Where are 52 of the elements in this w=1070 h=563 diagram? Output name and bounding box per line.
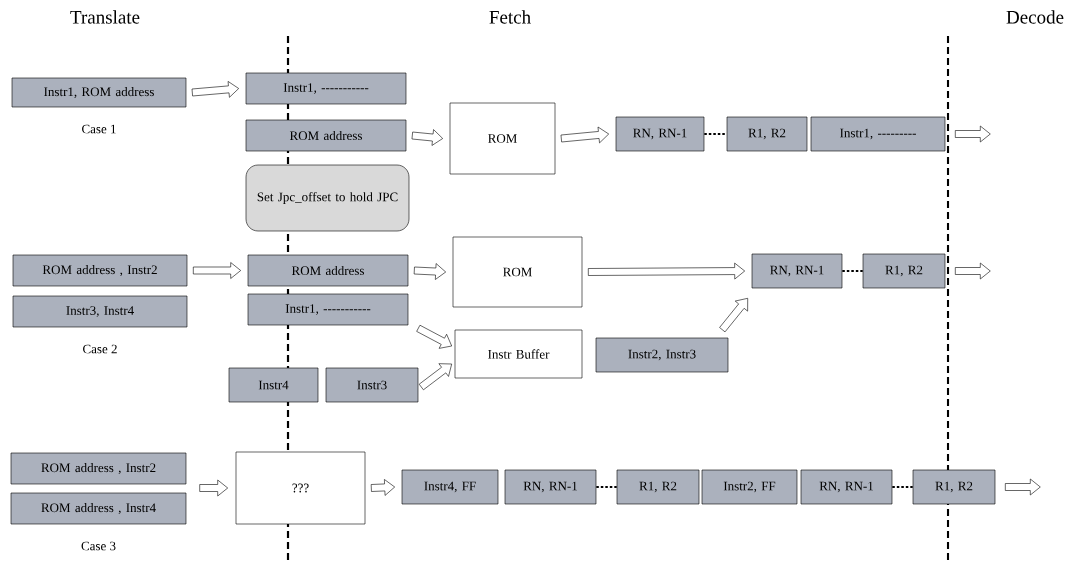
case-caption: Case 1: [82, 124, 116, 134]
block-arrow: [199, 479, 228, 497]
register-box: R1, R2: [912, 469, 996, 505]
register-box: Instr1, ROM address: [11, 77, 187, 108]
register-box: ROM address , Instr4: [10, 492, 187, 525]
block-arrow: [955, 262, 991, 280]
register-box: ROM address: [245, 119, 407, 152]
case-caption: Case 2: [83, 344, 117, 354]
register-box: RN, RN-1: [615, 116, 705, 152]
block-arrow: [560, 126, 609, 144]
block-arrow: [588, 262, 745, 280]
block-arrow: [193, 262, 241, 279]
register-box: R1, R2: [616, 469, 700, 505]
block-arrow: [418, 363, 452, 391]
block-arrow: [370, 479, 395, 496]
block-arrow: [1005, 478, 1041, 496]
block-arrow: [719, 298, 748, 333]
register-box: Instr3: [325, 367, 419, 403]
unit-box: Instr Buffer: [454, 329, 583, 379]
register-box: Instr3, Instr4: [12, 295, 188, 328]
dotted-line: [704, 132, 727, 136]
dotted-line: [892, 485, 913, 489]
column-heading: Translate: [70, 10, 140, 24]
register-box: R1, R2: [862, 253, 946, 289]
register-box: Instr1, -----------: [245, 72, 407, 105]
register-box: RN, RN-1: [504, 469, 597, 505]
case-caption: Case 3: [81, 541, 116, 551]
register-box: ROM address: [247, 254, 409, 287]
register-box: RN, RN-1: [751, 253, 843, 289]
block-arrow: [416, 324, 452, 349]
register-box: Instr1, ---------: [810, 116, 946, 152]
unit-box: ???: [235, 451, 366, 525]
block-arrow: [955, 125, 991, 143]
block-arrow: [191, 81, 239, 98]
dotted-line: [596, 485, 617, 489]
register-box: Instr1, -----------: [247, 293, 409, 326]
dotted-line: [842, 269, 863, 273]
register-box: Instr4, FF: [401, 469, 499, 505]
register-box: Instr2, FF: [701, 469, 798, 505]
block-arrow: [411, 129, 443, 146]
register-box: ROM address , Instr2: [10, 452, 187, 485]
column-heading: Fetch: [489, 10, 531, 24]
register-box: R1, R2: [726, 116, 808, 152]
block-arrow: [413, 263, 446, 280]
register-box: Instr4: [228, 367, 319, 403]
note-box: Set Jpc_offset to hold JPC: [245, 164, 410, 232]
unit-box: ROM: [452, 236, 583, 308]
unit-box: ROM: [449, 102, 556, 175]
column-heading: Decode: [1006, 10, 1064, 24]
register-box: Instr2, Instr3: [595, 337, 729, 373]
register-box: RN, RN-1: [800, 469, 893, 505]
register-box: ROM address , Instr2: [12, 254, 188, 287]
